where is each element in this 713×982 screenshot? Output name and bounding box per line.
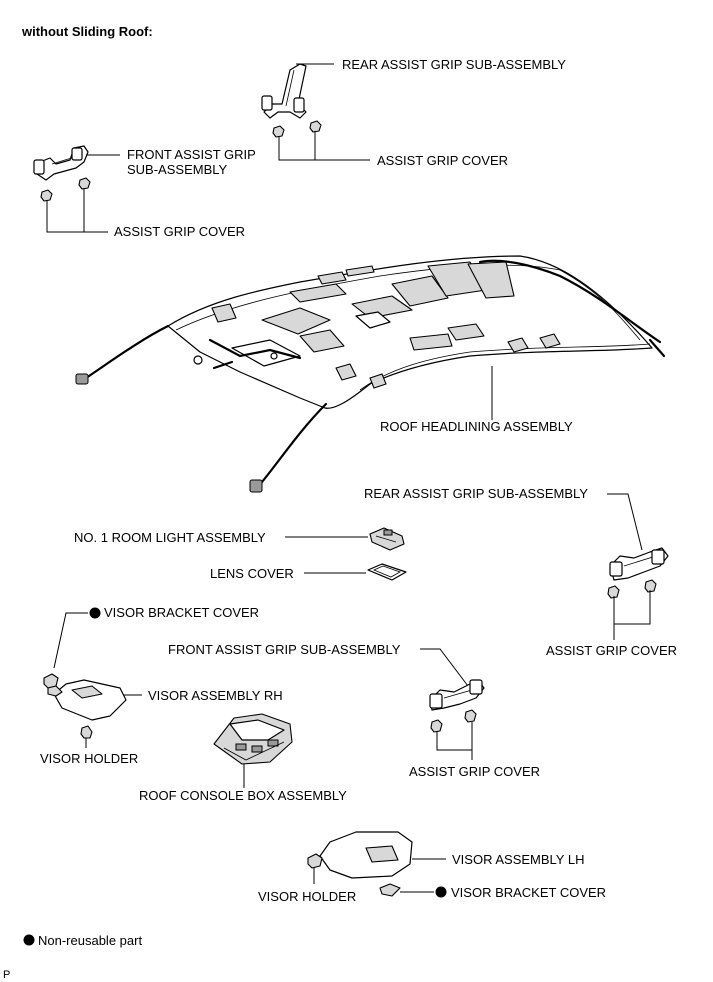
leader-grip-cover-top-left xyxy=(46,188,108,233)
leader-grip-cover-top-right xyxy=(278,131,370,161)
label-assist-grip-cover-top-right: ASSIST GRIP COVER xyxy=(377,153,508,168)
label-room-light: NO. 1 ROOM LIGHT ASSEMBLY xyxy=(74,530,266,545)
label-visor-bracket-cover-lh: VISOR BRACKET COVER xyxy=(451,885,606,900)
label-rear-assist-grip-bottom: REAR ASSIST GRIP SUB-ASSEMBLY xyxy=(364,486,588,501)
label-front-assist-grip-bottom: FRONT ASSIST GRIP SUB-ASSEMBLY xyxy=(168,642,401,657)
label-roof-headlining: ROOF HEADLINING ASSEMBLY xyxy=(380,419,573,434)
leader-front-grip-bottom xyxy=(420,648,469,687)
non-reusable-marker-rh xyxy=(89,607,101,619)
front-assist-grip-bottom-illustration xyxy=(429,679,485,733)
leader-grip-cover-bottom-mid xyxy=(436,722,473,760)
legend-marker xyxy=(23,934,35,946)
footer-code: P xyxy=(3,969,10,981)
leader-visor-bracket-cover-rh xyxy=(53,612,88,669)
label-front-assist-grip-top-2: SUB-ASSEMBLY xyxy=(127,162,228,177)
lens-cover-inner xyxy=(372,565,401,578)
legend-non-reusable: Non-reusable part xyxy=(38,933,142,948)
label-visor-lh: VISOR ASSEMBLY LH xyxy=(452,852,584,867)
label-assist-grip-cover-bottom-right: ASSIST GRIP COVER xyxy=(546,643,677,658)
label-front-assist-grip-top-1: FRONT ASSIST GRIP xyxy=(127,147,256,162)
label-visor-holder-lh: VISOR HOLDER xyxy=(258,889,356,904)
label-assist-grip-cover-top-left: ASSIST GRIP COVER xyxy=(114,224,245,239)
label-lens-cover: LENS COVER xyxy=(210,566,294,581)
label-visor-holder-rh: VISOR HOLDER xyxy=(40,751,138,766)
diagram-title: without Sliding Roof: xyxy=(21,24,153,39)
leader-grip-cover-bottom-right xyxy=(613,590,651,640)
front-assist-grip-top-illustration xyxy=(33,145,91,202)
label-roof-console-box: ROOF CONSOLE BOX ASSEMBLY xyxy=(139,788,347,803)
lens-cover-illustration xyxy=(367,563,407,581)
room-light-illustration xyxy=(369,527,405,551)
visor-rh-illustration xyxy=(43,673,127,739)
label-rear-assist-grip-top: REAR ASSIST GRIP SUB-ASSEMBLY xyxy=(342,57,566,72)
label-visor-bracket-cover-rh: VISOR BRACKET COVER xyxy=(104,605,259,620)
non-reusable-marker-lh xyxy=(435,886,447,898)
roof-console-box-illustration xyxy=(213,713,293,765)
rear-assist-grip-bottom-illustration xyxy=(607,547,669,599)
label-assist-grip-cover-bottom-mid: ASSIST GRIP COVER xyxy=(409,764,540,779)
visor-lh-illustration xyxy=(307,831,413,897)
roof-headlining-illustration xyxy=(75,255,666,493)
label-visor-rh: VISOR ASSEMBLY RH xyxy=(148,688,283,703)
leader-rear-grip-bottom xyxy=(607,493,643,551)
rear-assist-grip-top-illustration xyxy=(261,63,322,138)
